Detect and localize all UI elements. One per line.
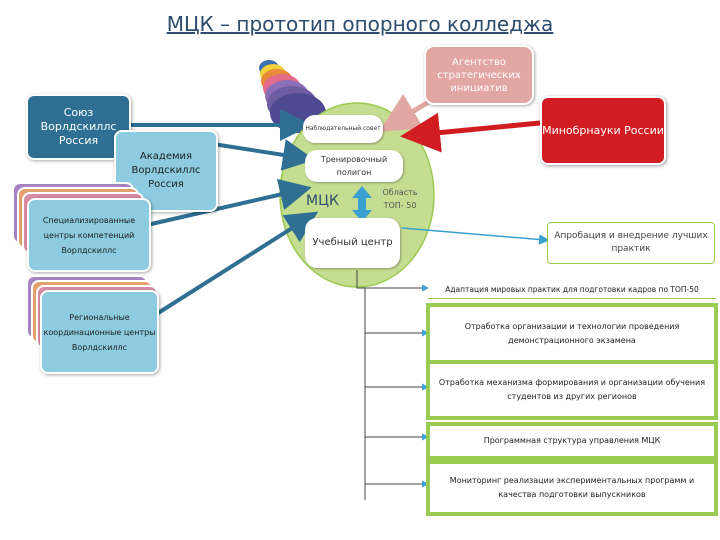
training-center-label: Учебный центр xyxy=(312,237,393,248)
mck-double-arrow xyxy=(352,186,372,222)
function-item-2: Отработка механизма формирования и орган… xyxy=(438,378,706,401)
function-item-1: Отработка организации и технологии прове… xyxy=(464,322,680,345)
specialized-centers-box: Специализированные центры компетенций Во… xyxy=(27,198,151,272)
ministry-arrow xyxy=(400,112,541,153)
ministry-label: Минобрнауки России xyxy=(542,123,664,137)
advisory-council-pill: Наблюдательный совет xyxy=(303,115,383,143)
approval-arrow xyxy=(401,227,550,245)
function-item-4: Мониторинг реализации экспериментальных … xyxy=(449,476,695,499)
function-line-0: Адаптация мировых практик для подготовки… xyxy=(428,280,716,299)
union-box: Союз Ворлдскиллс Россия xyxy=(26,94,131,160)
regional-centers-label: Региональные координационные центры Ворл… xyxy=(43,312,156,352)
worldskills-arrows xyxy=(127,109,319,317)
ministry-box: Минобрнауки России xyxy=(540,96,666,165)
area-label: Область ТОП- 50 xyxy=(382,188,418,210)
specialized-centers-label: Специализированные центры компетенций Во… xyxy=(42,215,136,255)
regional-centers-box: Региональные координационные центры Ворл… xyxy=(40,290,159,374)
advisory-council-label: Наблюдательный совет xyxy=(305,125,381,132)
function-box-3: Программная структура управления МЦК xyxy=(426,422,718,460)
function-box-2: Отработка механизма формирования и орган… xyxy=(426,360,718,420)
training-ground-label: Тренировочный полигон xyxy=(320,155,388,177)
mck-label: МЦК xyxy=(306,193,339,209)
function-item-3: Программная структура управления МЦК xyxy=(483,436,661,445)
training-ground-pill: Тренировочный полигон xyxy=(305,150,403,182)
union-label: Союз Ворлдскиллс Россия xyxy=(40,106,117,147)
function-box-1: Отработка организации и технологии прове… xyxy=(426,303,718,365)
function-box-4: Мониторинг реализации экспериментальных … xyxy=(426,460,718,516)
function-connectors xyxy=(356,270,429,500)
approval-label: Апробация и внедрение лучших практик xyxy=(554,231,708,254)
page-title: МЦК – прототип опорного колледжа xyxy=(166,12,554,36)
approval-box: Апробация и внедрение лучших практик xyxy=(547,222,715,264)
training-center-pill: Учебный центр xyxy=(305,218,400,268)
agency-box: Агентство стратегических инициатив xyxy=(424,45,534,105)
function-item-0: Адаптация мировых практик для подготовки… xyxy=(445,284,699,294)
academy-label: Академия Ворлдскиллс Россия xyxy=(131,151,201,190)
agency-label: Агентство стратегических инициатив xyxy=(437,56,521,94)
